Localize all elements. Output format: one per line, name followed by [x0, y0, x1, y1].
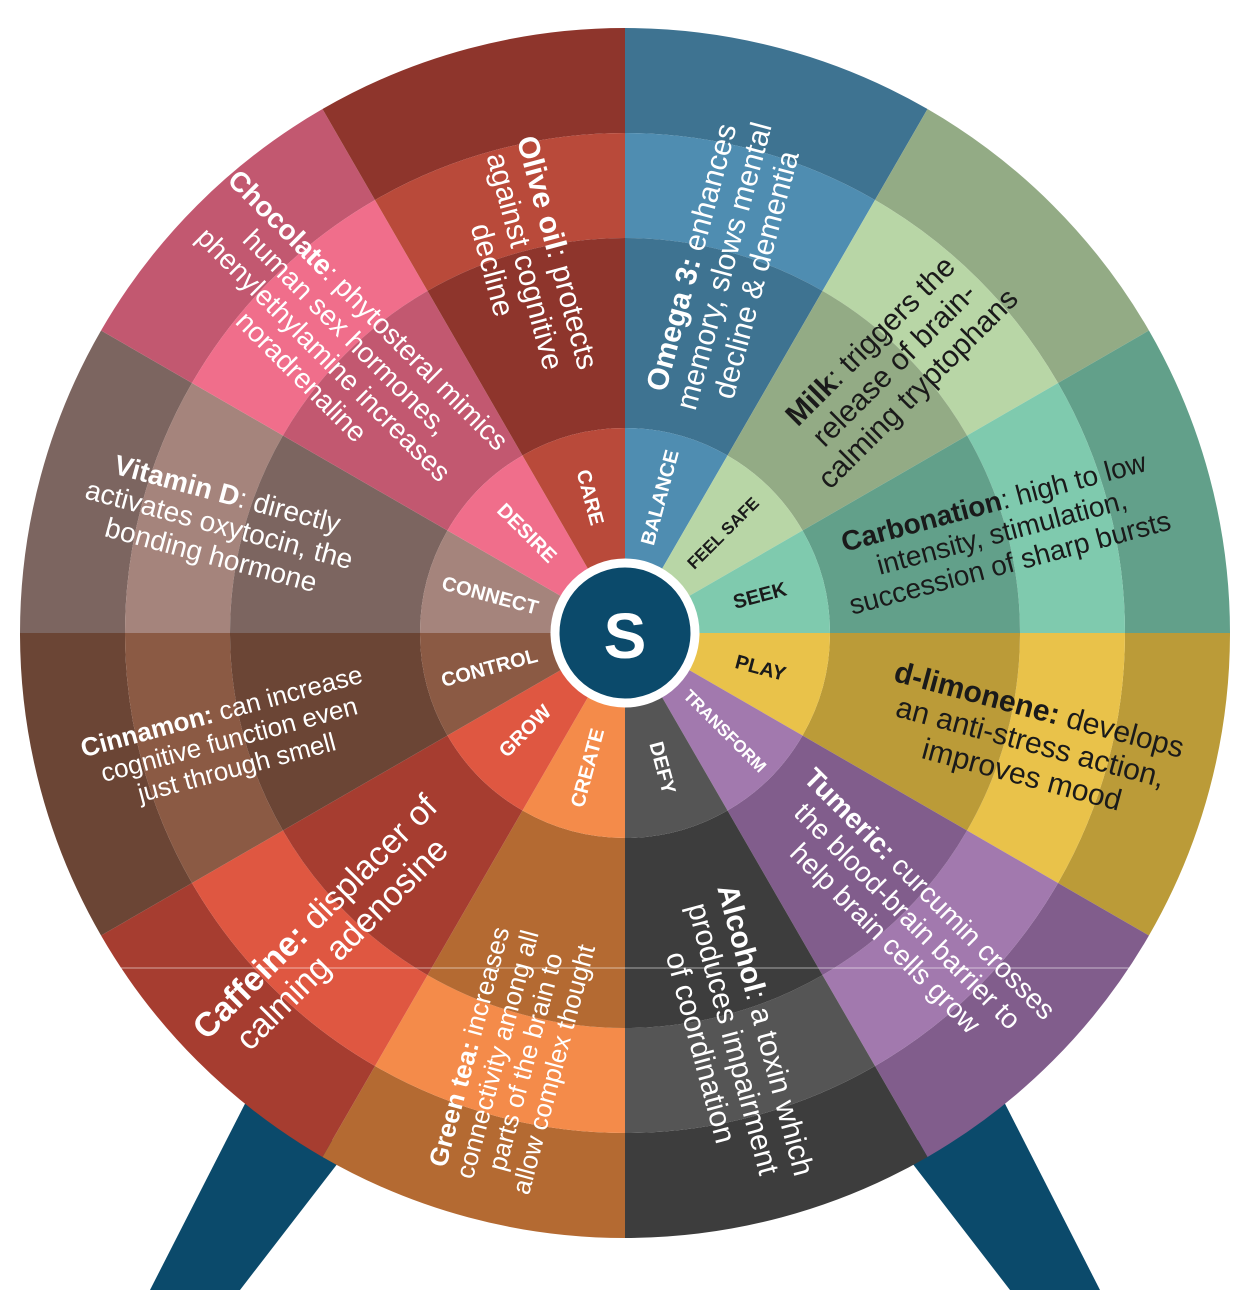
sector-play-ring-1	[967, 633, 1125, 883]
sector-create-ring-2	[427, 810, 625, 1028]
sector-play-ring-0	[1058, 633, 1230, 936]
sector-balance-ring-3	[625, 428, 728, 571]
center-letter: S	[604, 600, 647, 672]
sector-transform-ring-2	[727, 735, 968, 976]
sector-care-ring-2	[427, 238, 625, 456]
sector-control-ring-1	[125, 633, 283, 883]
sector-defy-ring-2	[625, 810, 823, 1028]
sector-feel-safe-ring-2	[727, 290, 968, 531]
sector-text-control: Cinnamon: can increasecognitive function…	[77, 659, 380, 819]
sector-transform-ring-1	[822, 830, 1059, 1067]
sector-connect-ring-1	[125, 383, 283, 633]
sector-create-ring-1	[375, 975, 625, 1133]
sector-grow-ring-0	[101, 883, 376, 1157]
sector-seek-ring-3	[687, 530, 830, 633]
sector-balance-ring-2	[625, 238, 823, 456]
sector-desire-ring-2	[282, 290, 523, 531]
sector-seek-ring-1	[967, 383, 1125, 633]
sector-care-ring-1	[375, 133, 625, 291]
sector-connect-ring-3	[420, 530, 563, 633]
sector-care-ring-0	[322, 28, 625, 200]
sector-defy-ring-3	[625, 695, 728, 838]
sector-defy-ring-0	[625, 1066, 928, 1238]
sector-control-ring-0	[20, 633, 192, 936]
sector-control-ring-3	[420, 633, 563, 736]
sector-grow-ring-1	[191, 830, 428, 1067]
sector-desire-ring-1	[191, 199, 428, 436]
sector-balance-ring-0	[625, 27, 928, 200]
sector-grow-ring-2	[282, 735, 523, 976]
sector-care-ring-3	[522, 428, 625, 571]
sector-defy-ring-1	[625, 975, 875, 1133]
sector-grow-ring-3	[447, 669, 589, 811]
sector-transform-ring-3	[661, 669, 803, 811]
sector-seek-ring-0	[1058, 330, 1230, 633]
wheel-rings	[20, 27, 1230, 1238]
sector-desire-ring-3	[447, 455, 589, 597]
sector-desire-ring-0	[101, 109, 376, 384]
sector-feel-safe-ring-3	[661, 455, 803, 597]
sector-transform-ring-0	[875, 883, 1149, 1157]
sector-play-ring-3	[687, 633, 830, 736]
sector-balance-ring-1	[625, 133, 875, 291]
sector-connect-ring-2	[230, 435, 448, 633]
sector-control-ring-2	[230, 633, 448, 831]
sector-connect-ring-0	[20, 330, 192, 633]
center-hub: S	[550, 558, 700, 708]
sector-feel-safe-ring-0	[875, 109, 1149, 384]
sector-seek-ring-2	[802, 435, 1020, 633]
sector-feel-safe-ring-1	[822, 199, 1059, 436]
sector-create-ring-3	[522, 695, 625, 838]
sector-play-ring-2	[802, 633, 1020, 831]
center-circle	[550, 558, 700, 708]
sector-create-ring-0	[322, 1066, 625, 1238]
